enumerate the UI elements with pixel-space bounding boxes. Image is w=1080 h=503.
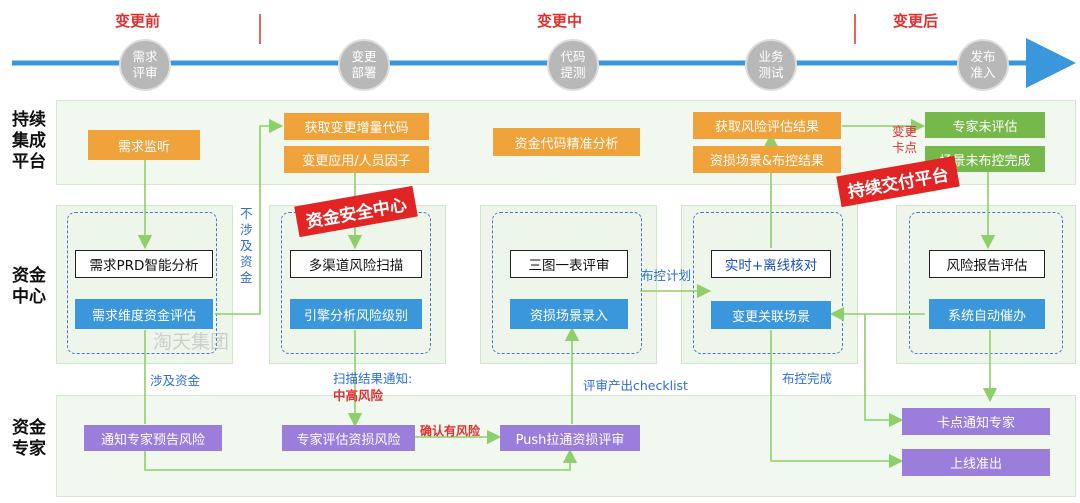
note-involve: 涉及资金 <box>150 373 201 388</box>
group-release <box>896 205 1076 364</box>
box-change-scene[interactable]: 变更关联场景 <box>711 301 831 329</box>
box-app-people[interactable]: 变更应用/人员因子 <box>284 146 429 173</box>
phase-during: 变更中 <box>537 12 583 30</box>
group-release-inner <box>909 212 1063 354</box>
box-get-code[interactable]: 获取变更增量代码 <box>284 113 429 140</box>
watermark: 淘天集团 <box>153 331 230 353</box>
lane-label-fund-center: 资金中心 <box>12 266 46 307</box>
box-loss-scene-result[interactable]: 资损场景&布控结果 <box>693 146 841 173</box>
note-plan: 布控计划 <box>641 268 692 283</box>
note-not-involve: 不涉及资金 <box>240 206 253 285</box>
box-multi-scan[interactable]: 多渠道风险扫描 <box>290 250 422 278</box>
note-checklist: 评审产出checklist <box>583 378 688 393</box>
stage-requirement-review: 需求评审 <box>119 39 171 91</box>
box-fund-eval[interactable]: 需求维度资金评估 <box>75 299 213 329</box>
group-test-inner <box>693 212 843 354</box>
stage-code-submit: 代码提测 <box>547 39 599 91</box>
stage-change-deploy: 变更部署 <box>338 39 390 91</box>
lane-label-fund-expert: 资金专家 <box>12 418 46 459</box>
stage-release-access: 发布准入 <box>957 39 1009 91</box>
note-confirm-risk: 确认有风险 <box>420 424 481 438</box>
note-scan-notify: 扫描结果通知: <box>333 371 413 386</box>
box-get-risk-result[interactable]: 获取风险评估结果 <box>693 112 841 139</box>
group-review-inner <box>492 212 642 354</box>
box-prd-analysis[interactable]: 需求PRD智能分析 <box>75 250 213 278</box>
box-code-analysis[interactable]: 资金代码精准分析 <box>493 128 640 156</box>
box-risk-report[interactable]: 风险报告评估 <box>929 250 1045 278</box>
box-expert-eval[interactable]: 专家评估资损风险 <box>282 425 415 451</box>
box-go-live[interactable]: 上线准出 <box>902 449 1050 476</box>
lane-label-platform: 持续集成平台 <box>12 110 46 172</box>
box-expert-not-eval[interactable]: 专家未评估 <box>925 112 1045 138</box>
stage-business-test: 业务测试 <box>745 39 797 91</box>
box-realtime-check[interactable]: 实时+离线核对 <box>711 250 831 278</box>
box-req-listen[interactable]: 需求监听 <box>88 130 200 160</box>
box-three-review[interactable]: 三图一表评审 <box>510 250 628 278</box>
box-scene-entry[interactable]: 资损场景录入 <box>510 299 628 329</box>
note-gate: 变更卡点 <box>892 124 918 155</box>
box-scene-not-done[interactable]: 场景未布控完成 <box>925 146 1045 172</box>
note-mid-high: 中高风险 <box>333 388 384 403</box>
note-plan-done: 布控完成 <box>782 371 833 386</box>
phase-after: 变更后 <box>893 12 939 30</box>
box-auto-urge[interactable]: 系统自动催办 <box>929 299 1045 329</box>
phase-before: 变更前 <box>115 12 161 30</box>
box-notify-expert-warn[interactable]: 通知专家预告风险 <box>84 425 222 451</box>
box-engine-level[interactable]: 引擎分析风险级别 <box>290 299 422 329</box>
box-gate-notify[interactable]: 卡点通知专家 <box>902 408 1050 435</box>
box-push-review[interactable]: Push拉通资损评审 <box>500 425 640 451</box>
